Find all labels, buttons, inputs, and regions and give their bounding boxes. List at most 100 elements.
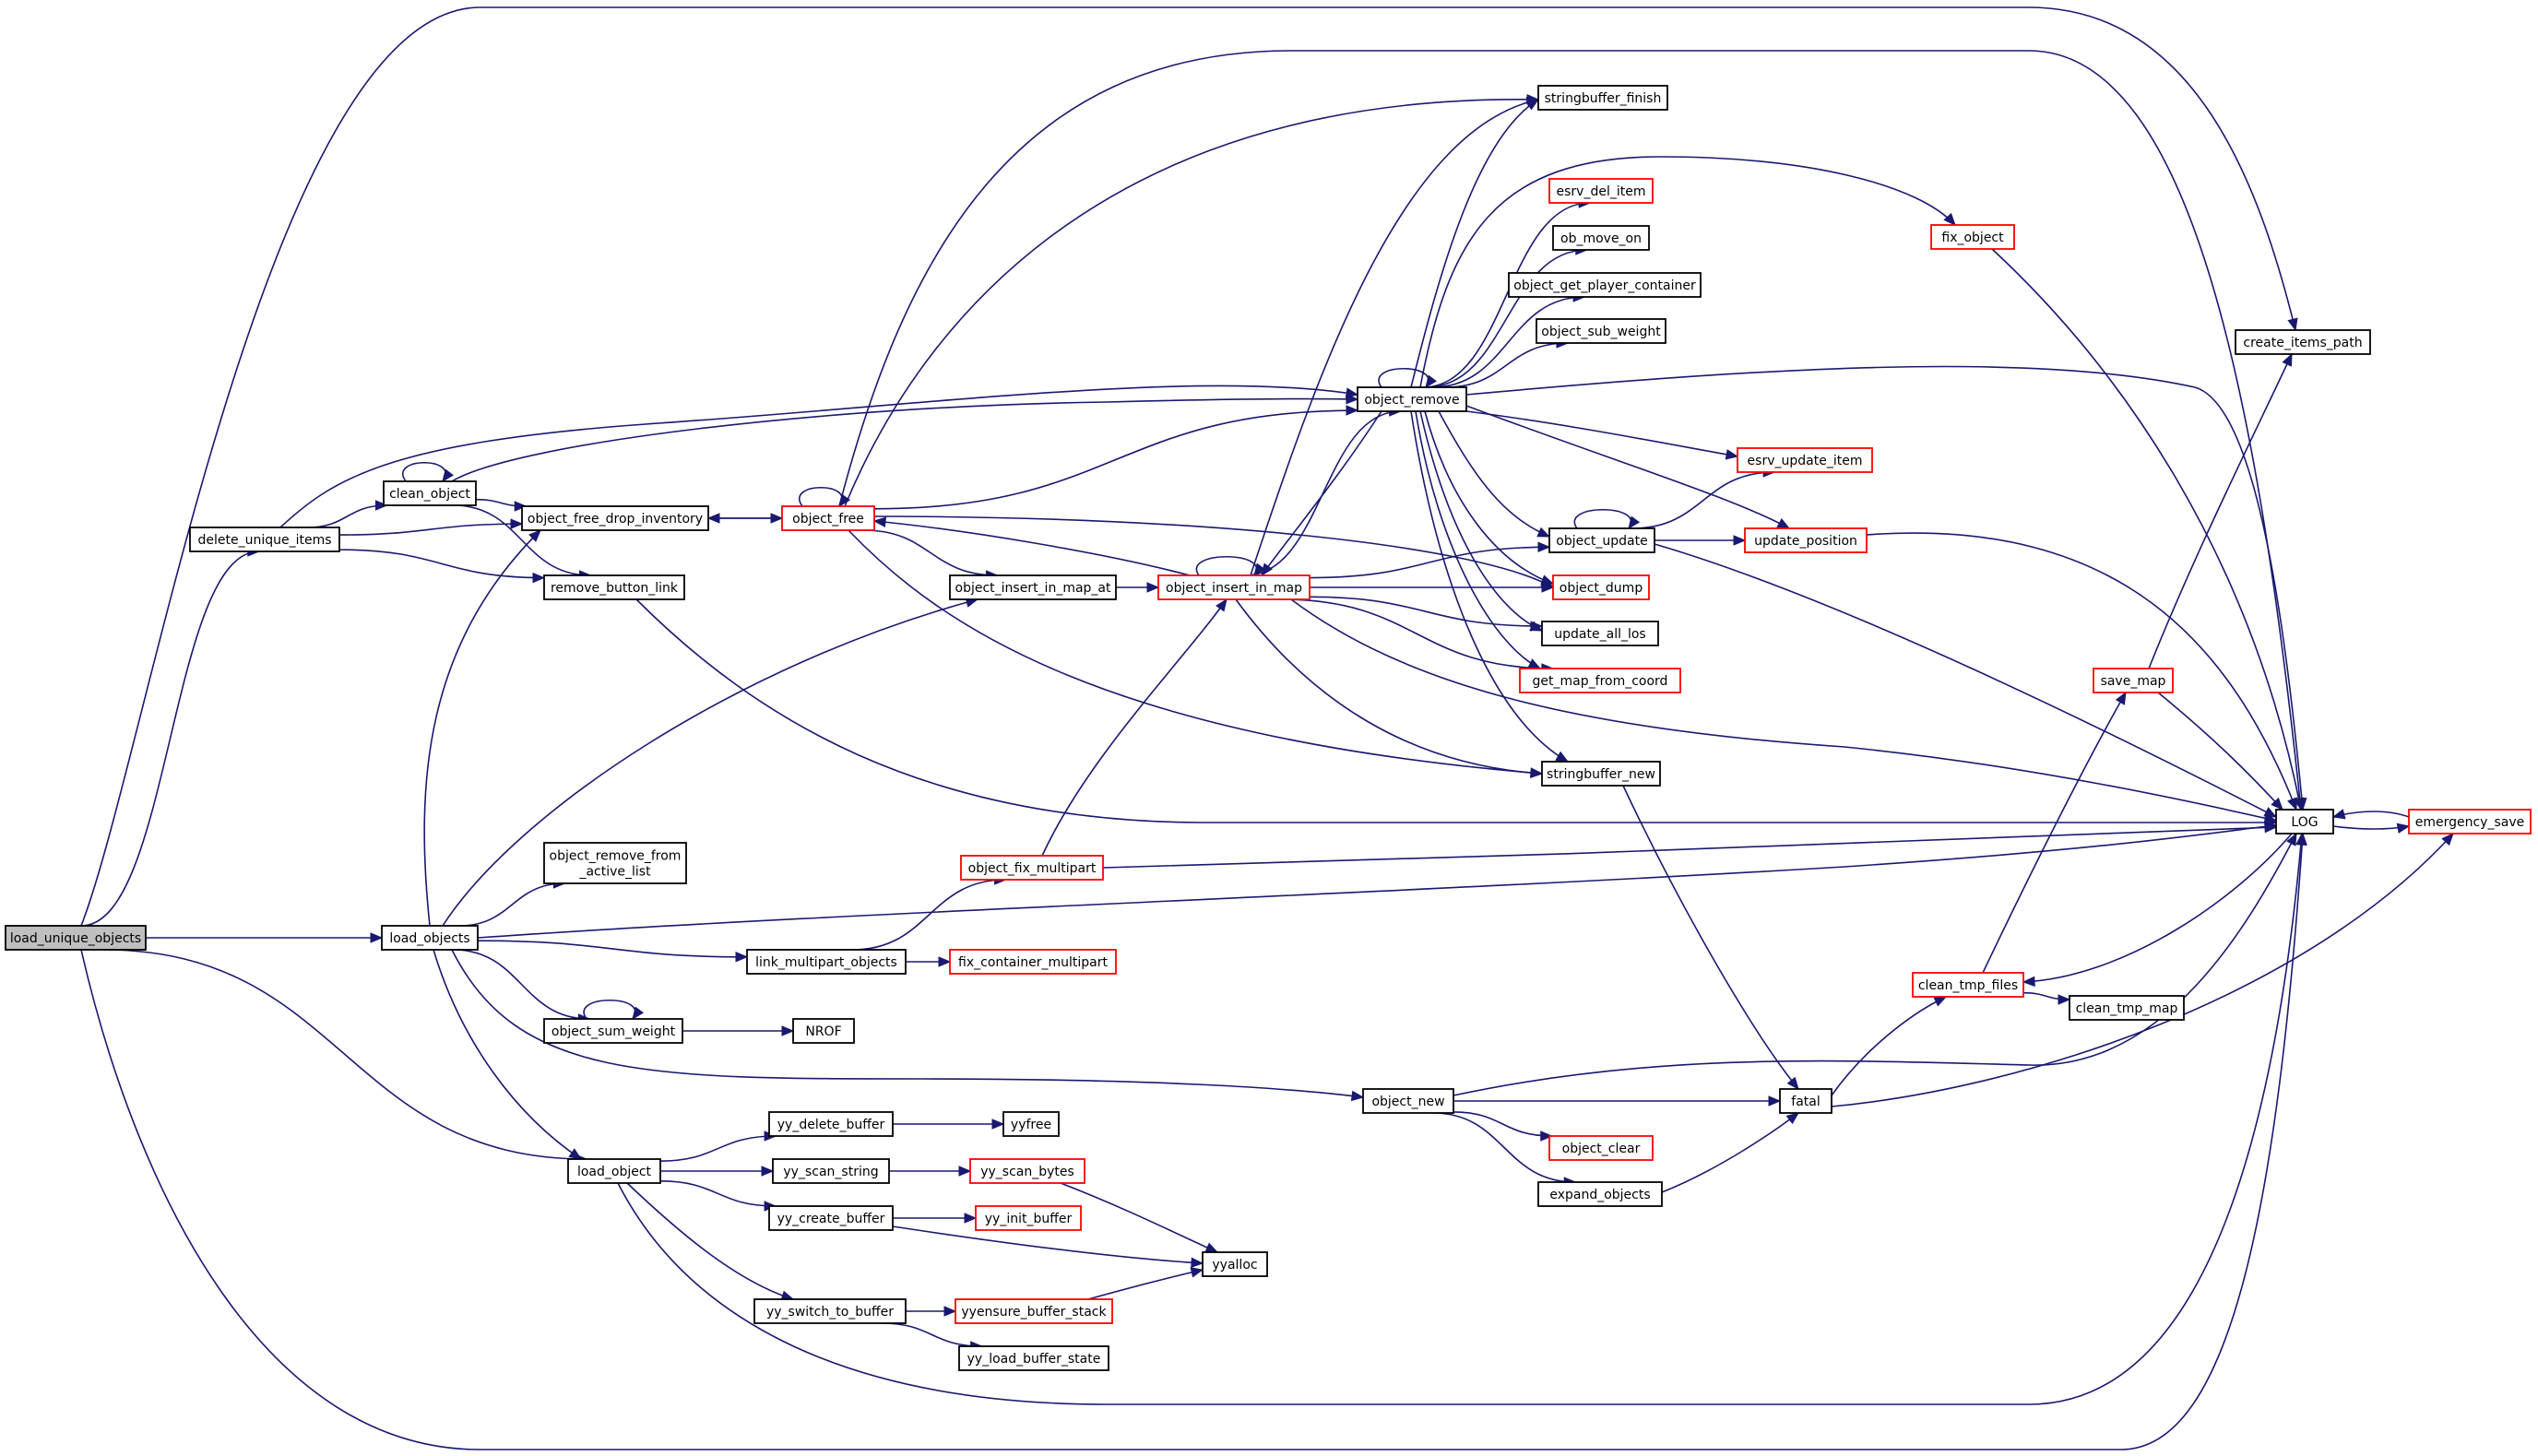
node-box[interactable] [1362, 1088, 1454, 1114]
node-yyfree[interactable]: yyfree [1002, 1111, 1060, 1137]
node-LOG[interactable]: LOG [2275, 809, 2334, 835]
node-box[interactable] [521, 505, 709, 531]
node-box[interactable] [2069, 995, 2185, 1021]
node-yyensure_buffer_stack[interactable]: yyensure_buffer_stack [955, 1298, 1113, 1324]
node-box[interactable] [1537, 1181, 1663, 1207]
node-object_update[interactable]: object_update [1548, 527, 1655, 553]
node-remove_button_link[interactable]: remove_button_link [543, 574, 685, 600]
node-box[interactable] [2275, 809, 2334, 835]
node-yy_scan_string[interactable]: yy_scan_string [772, 1158, 890, 1184]
node-object_sum_weight[interactable]: object_sum_weight [543, 1018, 683, 1044]
node-box[interactable] [1552, 574, 1650, 600]
node-object_dump[interactable]: object_dump [1552, 574, 1650, 600]
node-box[interactable] [2235, 329, 2371, 355]
node-box[interactable] [1548, 178, 1654, 204]
node-fix_object[interactable]: fix_object [1930, 224, 2015, 250]
node-box[interactable] [949, 949, 1117, 975]
node-box[interactable] [1548, 1135, 1654, 1161]
node-object_insert_in_map_at[interactable]: object_insert_in_map_at [949, 574, 1117, 600]
node-object_free_drop_inventory[interactable]: object_free_drop_inventory [521, 505, 709, 531]
node-stringbuffer_new[interactable]: stringbuffer_new [1541, 761, 1661, 787]
node-box[interactable] [753, 1298, 907, 1324]
node-box[interactable] [975, 1205, 1082, 1231]
node-object_get_player_container[interactable]: object_get_player_container [1508, 272, 1702, 298]
node-box[interactable] [1548, 527, 1655, 553]
node-box[interactable] [1157, 574, 1311, 600]
node-box[interactable] [2093, 668, 2174, 693]
node-esrv_del_item[interactable]: esrv_del_item [1548, 178, 1654, 204]
node-box[interactable] [5, 925, 147, 951]
node-link_multipart_objects[interactable]: link_multipart_objects [746, 949, 907, 975]
node-box[interactable] [949, 574, 1117, 600]
node-box[interactable] [189, 527, 340, 552]
node-object_insert_in_map[interactable]: object_insert_in_map [1157, 574, 1311, 600]
node-box[interactable] [1541, 621, 1659, 646]
node-yy_init_buffer[interactable]: yy_init_buffer [975, 1205, 1082, 1231]
node-create_items_path[interactable]: create_items_path [2235, 329, 2371, 355]
node-yy_switch_to_buffer[interactable]: yy_switch_to_buffer [753, 1298, 907, 1324]
node-object_remove[interactable]: object_remove [1357, 386, 1467, 412]
node-update_all_los[interactable]: update_all_los [1541, 621, 1659, 646]
node-box[interactable] [1202, 1251, 1268, 1277]
node-clean_object[interactable]: clean_object [383, 480, 477, 506]
node-emergency_save[interactable]: emergency_save [2408, 809, 2532, 835]
node-get_map_from_coord[interactable]: get_map_from_coord [1519, 668, 1681, 693]
node-box[interactable] [1541, 761, 1661, 787]
node-box[interactable] [955, 1298, 1113, 1324]
node-object_clear[interactable]: object_clear [1548, 1135, 1654, 1161]
node-box[interactable] [1508, 272, 1702, 298]
node-box[interactable] [383, 480, 477, 506]
node-box[interactable] [2408, 809, 2532, 835]
node-fatal[interactable]: fatal [1779, 1088, 1832, 1114]
node-object_remove_from_active_list[interactable]: object_remove_from_active_list [543, 842, 687, 884]
node-ob_move_on[interactable]: ob_move_on [1552, 225, 1650, 251]
node-box[interactable] [1779, 1088, 1832, 1114]
node-box[interactable] [1912, 972, 2024, 998]
node-save_map[interactable]: save_map [2093, 668, 2174, 693]
node-object_new[interactable]: object_new [1362, 1088, 1454, 1114]
node-box[interactable] [381, 925, 479, 951]
node-box[interactable] [543, 1018, 683, 1044]
node-object_free[interactable]: object_free [781, 505, 875, 531]
node-object_sub_weight[interactable]: object_sub_weight [1536, 318, 1666, 344]
node-box[interactable] [768, 1111, 894, 1137]
node-box[interactable] [746, 949, 907, 975]
node-NROF[interactable]: NROF [792, 1018, 855, 1044]
node-box[interactable] [792, 1018, 855, 1044]
node-box[interactable] [1002, 1111, 1060, 1137]
node-expand_objects[interactable]: expand_objects [1537, 1181, 1663, 1207]
node-yy_delete_buffer[interactable]: yy_delete_buffer [768, 1111, 894, 1137]
node-yy_scan_bytes[interactable]: yy_scan_bytes [969, 1158, 1085, 1184]
node-esrv_update_item[interactable]: esrv_update_item [1737, 447, 1873, 473]
node-box[interactable] [960, 855, 1104, 881]
node-box[interactable] [958, 1345, 1109, 1371]
node-box[interactable] [1536, 318, 1666, 344]
node-load_objects[interactable]: load_objects [381, 925, 479, 951]
node-box[interactable] [1537, 85, 1668, 111]
node-delete_unique_items[interactable]: delete_unique_items [189, 527, 340, 552]
node-box[interactable] [567, 1158, 661, 1184]
node-load_object[interactable]: load_object [567, 1158, 661, 1184]
node-box[interactable] [1930, 224, 2015, 250]
node-clean_tmp_map[interactable]: clean_tmp_map [2069, 995, 2185, 1021]
node-yy_load_buffer_state[interactable]: yy_load_buffer_state [958, 1345, 1109, 1371]
node-clean_tmp_files[interactable]: clean_tmp_files [1912, 972, 2024, 998]
node-box[interactable] [969, 1158, 1085, 1184]
node-box[interactable] [768, 1205, 894, 1231]
node-update_position[interactable]: update_position [1744, 527, 1868, 553]
node-box[interactable] [543, 842, 687, 884]
node-fix_container_multipart[interactable]: fix_container_multipart [949, 949, 1117, 975]
node-yy_create_buffer[interactable]: yy_create_buffer [768, 1205, 894, 1231]
node-stringbuffer_finish[interactable]: stringbuffer_finish [1537, 85, 1668, 111]
node-yyalloc[interactable]: yyalloc [1202, 1251, 1268, 1277]
node-box[interactable] [1737, 447, 1873, 473]
node-box[interactable] [1519, 668, 1681, 693]
node-box[interactable] [772, 1158, 890, 1184]
node-object_fix_multipart[interactable]: object_fix_multipart [960, 855, 1104, 881]
node-load_unique_objects[interactable]: load_unique_objects [5, 925, 147, 951]
node-box[interactable] [781, 505, 875, 531]
node-box[interactable] [1744, 527, 1868, 553]
node-box[interactable] [1357, 386, 1467, 412]
node-box[interactable] [1552, 225, 1650, 251]
node-box[interactable] [543, 574, 685, 600]
